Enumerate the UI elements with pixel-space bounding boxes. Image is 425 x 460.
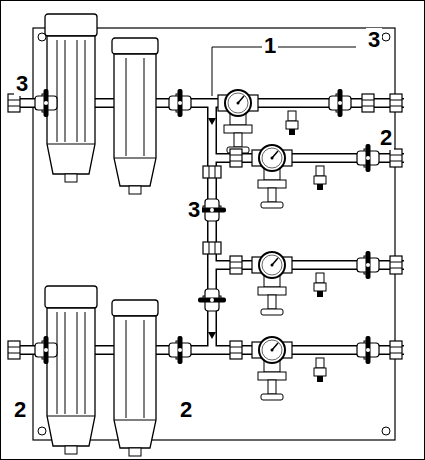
callout-number: 3: [14, 72, 30, 96]
callout-number: 3: [366, 28, 382, 52]
callout-number: 3: [186, 198, 202, 222]
callout-number: 1: [262, 34, 278, 58]
callout-number: 2: [12, 398, 28, 422]
callout-number: 2: [178, 398, 194, 422]
callout-number: 2: [378, 126, 394, 150]
